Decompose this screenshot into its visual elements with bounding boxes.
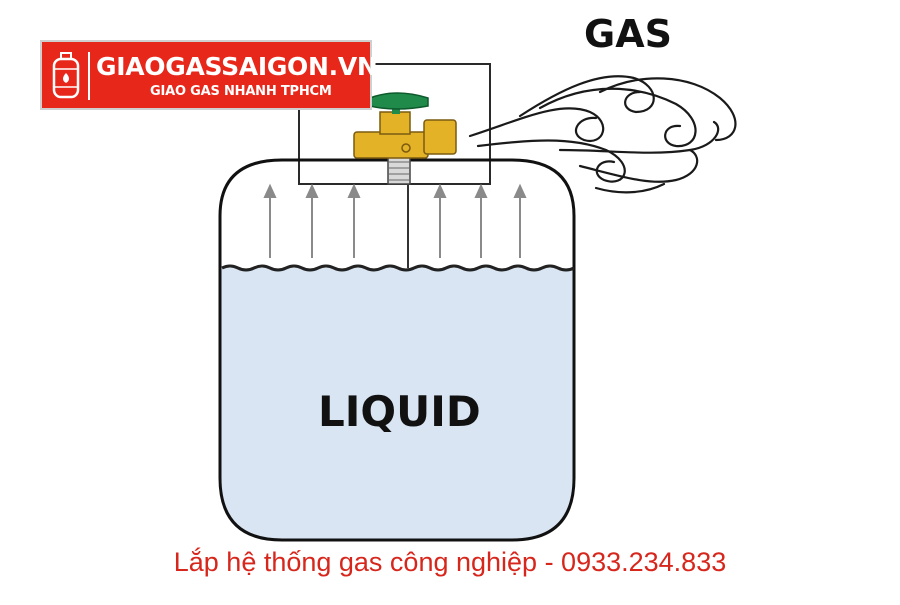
brand-name: GIAOGASSAIGON.VN bbox=[96, 52, 378, 81]
gas-cylinder-icon bbox=[52, 52, 80, 99]
liquid-label: LIQUID bbox=[318, 387, 481, 436]
cylinder-valve bbox=[353, 92, 457, 185]
logo-divider bbox=[88, 52, 90, 100]
vapor-arrows bbox=[263, 183, 527, 258]
cylinder-body bbox=[218, 158, 576, 542]
footer-contact: Lắp hệ thống gas công nghiệp - 0933.234.… bbox=[173, 547, 727, 577]
liquid-fill bbox=[220, 268, 574, 540]
liquid-surface bbox=[221, 264, 575, 272]
valve-outlet bbox=[423, 119, 457, 155]
valve-body bbox=[353, 131, 429, 159]
brand-tagline: GIAO GAS NHANH TPHCM bbox=[150, 84, 332, 99]
gas-swirls bbox=[468, 75, 737, 194]
brand-logo: GIAOGASSAIGON.VN GIAO GAS NHANH TPHCM bbox=[40, 40, 378, 110]
gas-label: GAS bbox=[584, 12, 672, 56]
valve-handwheel bbox=[369, 92, 429, 110]
